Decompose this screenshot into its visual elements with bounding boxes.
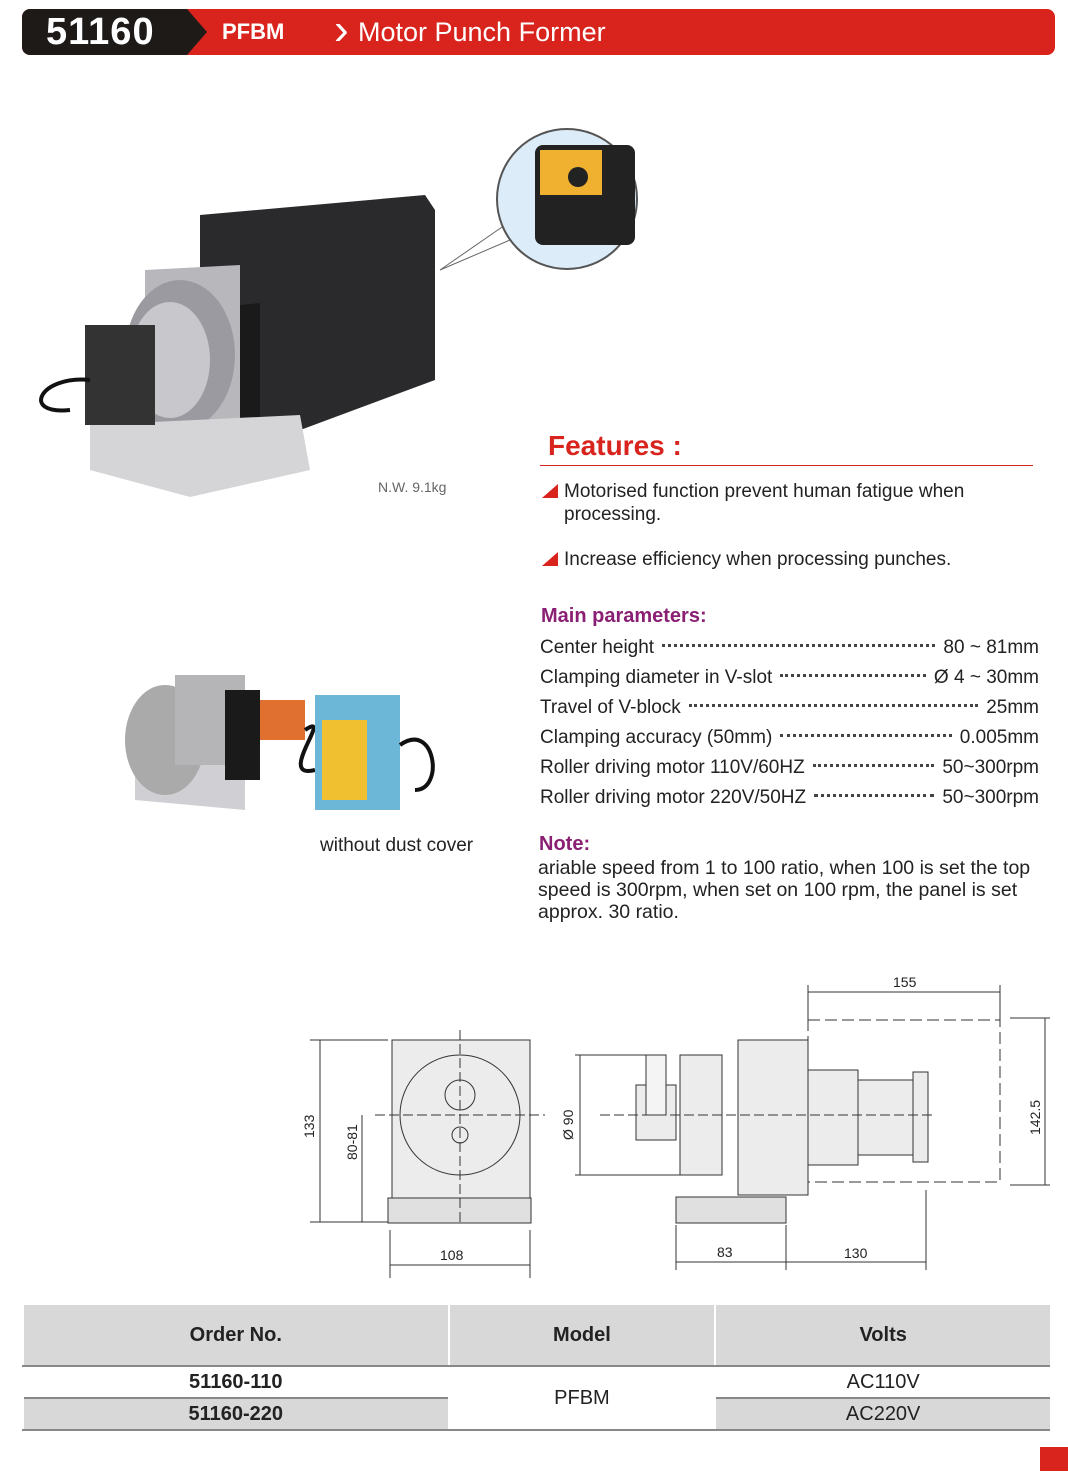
chevron-icon: › bbox=[334, 9, 349, 54]
parameters-heading: Main parameters: bbox=[541, 605, 707, 627]
model-code: PFBM bbox=[222, 19, 285, 44]
table-row: 51160-110 PFBM AC110V bbox=[22, 1366, 1050, 1431]
param-label: Roller driving motor 110V/60HZ bbox=[540, 757, 805, 778]
dim-130: 130 bbox=[844, 1245, 868, 1261]
param-value: 0.005mm bbox=[959, 727, 1039, 748]
dim-80-81: 80-81 bbox=[344, 1124, 360, 1160]
dim-142-5: 142.5 bbox=[1027, 1100, 1043, 1135]
col-model: Model bbox=[447, 1305, 716, 1367]
dim-133: 133 bbox=[301, 1114, 317, 1138]
product-photo-no-cover bbox=[125, 675, 435, 810]
param-label: Center height bbox=[540, 637, 655, 658]
page-header: 51160 PFBM › Motor Punch Former bbox=[22, 9, 1055, 55]
feature-text: Increase efficiency when processing punc… bbox=[564, 549, 952, 570]
param-value: Ø 4 ~ 30mm bbox=[933, 667, 1039, 688]
product-photo bbox=[39, 128, 638, 497]
triangle-bullet-icon bbox=[542, 552, 558, 566]
param-row: Roller driving motor 220V/50HZ 50~300rpm bbox=[540, 787, 1039, 809]
feature-item: Increase efficiency when processing punc… bbox=[540, 548, 1035, 571]
feature-text: Motorised function prevent human fatigue… bbox=[564, 481, 965, 525]
param-row: Roller driving motor 110V/60HZ 50~300rpm bbox=[540, 757, 1039, 779]
order-no: 51160-110 bbox=[22, 1366, 449, 1398]
dim-90: Ø 90 bbox=[560, 1109, 576, 1140]
param-value: 80 ~ 81mm bbox=[943, 637, 1039, 658]
volts: AC220V bbox=[714, 1397, 1050, 1431]
order-no: 51160-220 bbox=[22, 1397, 449, 1431]
col-volts: Volts bbox=[714, 1305, 1050, 1367]
triangle-bullet-icon bbox=[542, 484, 558, 498]
param-row: Travel of V-block 25mm bbox=[540, 697, 1039, 719]
page-tab-marker bbox=[1040, 1447, 1068, 1471]
divider bbox=[540, 465, 1033, 466]
table-row: 51160-220 AC220V bbox=[22, 1397, 1050, 1431]
param-label: Roller driving motor 220V/50HZ bbox=[540, 787, 807, 808]
param-label: Clamping diameter in V-slot bbox=[540, 667, 773, 688]
param-value: 50~300rpm bbox=[942, 787, 1039, 808]
page-title: Motor Punch Former bbox=[358, 17, 606, 47]
technical-drawing: 133 80-81 108 Ø 90 155 142.5 83 130 bbox=[301, 974, 1050, 1278]
param-label: Clamping accuracy (50mm) bbox=[540, 727, 773, 748]
param-row: Clamping diameter in V-slot Ø 4 ~ 30mm bbox=[540, 667, 1039, 689]
product-code: 51160 bbox=[22, 9, 207, 55]
dim-155: 155 bbox=[893, 974, 917, 990]
model-cell: PFBM bbox=[447, 1366, 716, 1431]
net-weight: N.W. 9.1kg bbox=[378, 479, 447, 495]
feature-item: Motorised function prevent human fatigue… bbox=[540, 480, 1035, 526]
note-text: ariable speed from 1 to 100 ratio, when … bbox=[538, 857, 1031, 923]
param-value: 50~300rpm bbox=[942, 757, 1039, 778]
caption-without-dust-cover: without dust cover bbox=[320, 835, 474, 856]
param-row: Center height 80 ~ 81mm bbox=[540, 637, 1039, 659]
param-row: Clamping accuracy (50mm) 0.005mm bbox=[540, 727, 1039, 749]
dim-108: 108 bbox=[440, 1247, 464, 1263]
param-value: 25mm bbox=[986, 697, 1039, 718]
col-order-no: Order No. bbox=[22, 1305, 449, 1367]
order-table: Order No. Model Volts 51160-110 PFBM AC1… bbox=[22, 1305, 1050, 1431]
note-heading: Note: bbox=[539, 833, 591, 855]
param-label: Travel of V-block bbox=[540, 697, 681, 718]
dim-83: 83 bbox=[717, 1244, 733, 1260]
volts: AC110V bbox=[714, 1366, 1050, 1398]
features-heading: Features : bbox=[548, 430, 682, 461]
